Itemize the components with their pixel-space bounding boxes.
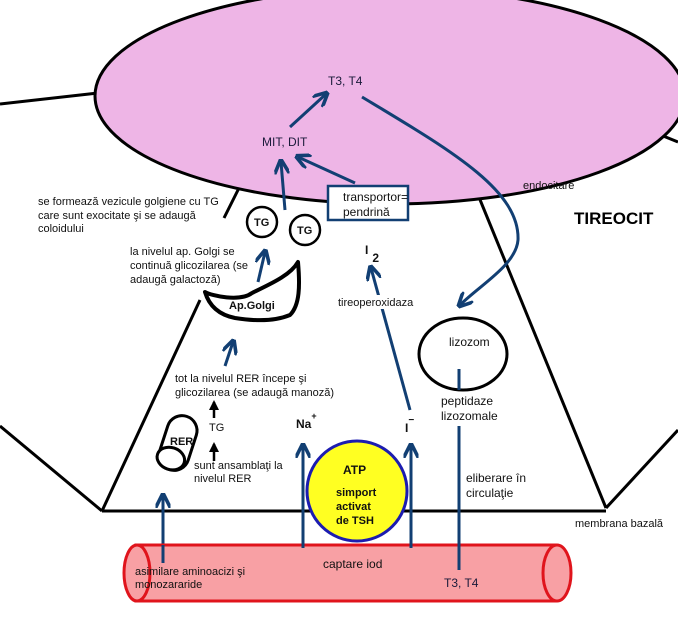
peptidases-label-2: lizozomale — [441, 409, 498, 423]
golgi-vesicles-note-2: care sunt exocitate şi se adaugă — [38, 210, 197, 222]
symport-label-2: activat — [336, 501, 371, 513]
transporter-label-2: pendrină — [343, 205, 390, 219]
golgi-vesicles-note-3: coloidului — [38, 223, 84, 235]
atp-symporter — [305, 439, 409, 543]
colloid-hormones-label: T3, T4 — [328, 74, 363, 88]
rer-label: RER — [170, 436, 193, 448]
atp-label: ATP — [343, 463, 366, 477]
left-lower-wall — [0, 424, 103, 513]
arrow-tg-to-mit — [281, 162, 285, 211]
sodium-label: Na+ — [296, 411, 317, 431]
blood-hormones-label: T3, T4 — [444, 576, 479, 590]
left-cell-boundary — [0, 91, 99, 106]
arrow-iodide-to-iodine — [371, 268, 412, 411]
peroxidase-bg — [336, 295, 428, 309]
arrow-endocytosis — [361, 95, 520, 305]
golgi-glyco-note-3: adaugă galactoză) — [130, 274, 221, 286]
arrow-mit-to-t3t4 — [288, 94, 326, 129]
symport-label-1: simport — [336, 487, 377, 499]
apical-left-wall — [222, 185, 242, 219]
release-label-2: circulaţie — [466, 486, 514, 500]
tg-vesicle-2 — [288, 213, 322, 247]
endocytosis-label: endocitare — [523, 180, 574, 192]
golgi-label: Ap.Golgi — [229, 300, 275, 312]
peroxidase-label: tireoperoxidaza — [338, 297, 414, 309]
tg-vesicle-2-label: TG — [297, 225, 312, 237]
thyrocyte-right-wall — [472, 184, 608, 509]
basal-membrane-label: membrana bazală — [575, 518, 664, 530]
assimilation-label-1: asimilare aminoacizi şi — [135, 566, 245, 578]
blood-vessel — [122, 543, 573, 603]
arrow-golgi-to-vesicle — [258, 252, 265, 283]
rer-glyco-note-1: tot la nivelul RER începe şi — [175, 373, 306, 385]
lysosome-label: lizozom — [449, 335, 490, 349]
release-label-1: eliberare în — [466, 471, 526, 485]
blood-vessel-right-end — [541, 543, 573, 603]
golgi-apparatus — [203, 260, 301, 323]
tg-vesicle-1 — [245, 205, 279, 239]
colloid-iodotyrosines-label: MIT, DIT — [262, 135, 308, 149]
colloid — [93, 0, 678, 206]
arrow-transporter-to-mit — [298, 157, 356, 185]
iodide-label: I− — [405, 415, 414, 435]
iodine-label: I2 — [365, 243, 379, 265]
golgi-glyco-note-1: la nivelul ap. Golgi se — [130, 246, 235, 258]
rer-assembly-note-1: sunt ansamblaţi la — [194, 460, 284, 472]
iodine-uptake-label: captare iod — [323, 557, 382, 571]
pendrin-transporter-box — [326, 184, 410, 222]
tg-label: TG — [209, 422, 224, 434]
rer-organelle — [155, 414, 199, 472]
cell-title: TIREOCIT — [574, 209, 654, 228]
transporter-label-1: transportor= — [343, 190, 408, 204]
peptidases-label-1: peptidaze — [441, 394, 493, 408]
right-lower-wall — [604, 428, 678, 510]
rer-assembly-note-2: nivelul RER — [194, 473, 252, 485]
assimilation-label-2: monozararide — [135, 579, 202, 591]
thyrocyte-left-wall — [100, 299, 202, 512]
arrow-rer-to-golgi — [225, 342, 233, 367]
golgi-glyco-note-2: continuă glicozilarea (se — [130, 260, 248, 272]
tg-vesicle-1-label: TG — [254, 217, 269, 229]
blood-vessel-left-end — [122, 543, 152, 603]
rer-glyco-note-2: glicozilarea (se adaugă manoză) — [175, 387, 334, 399]
lysosome — [417, 316, 509, 392]
symport-label-3: de TSH — [336, 515, 374, 527]
cell-outlines — [0, 91, 678, 513]
golgi-vesicles-note-1: se formează vezicule golgiene cu TG — [38, 196, 219, 208]
